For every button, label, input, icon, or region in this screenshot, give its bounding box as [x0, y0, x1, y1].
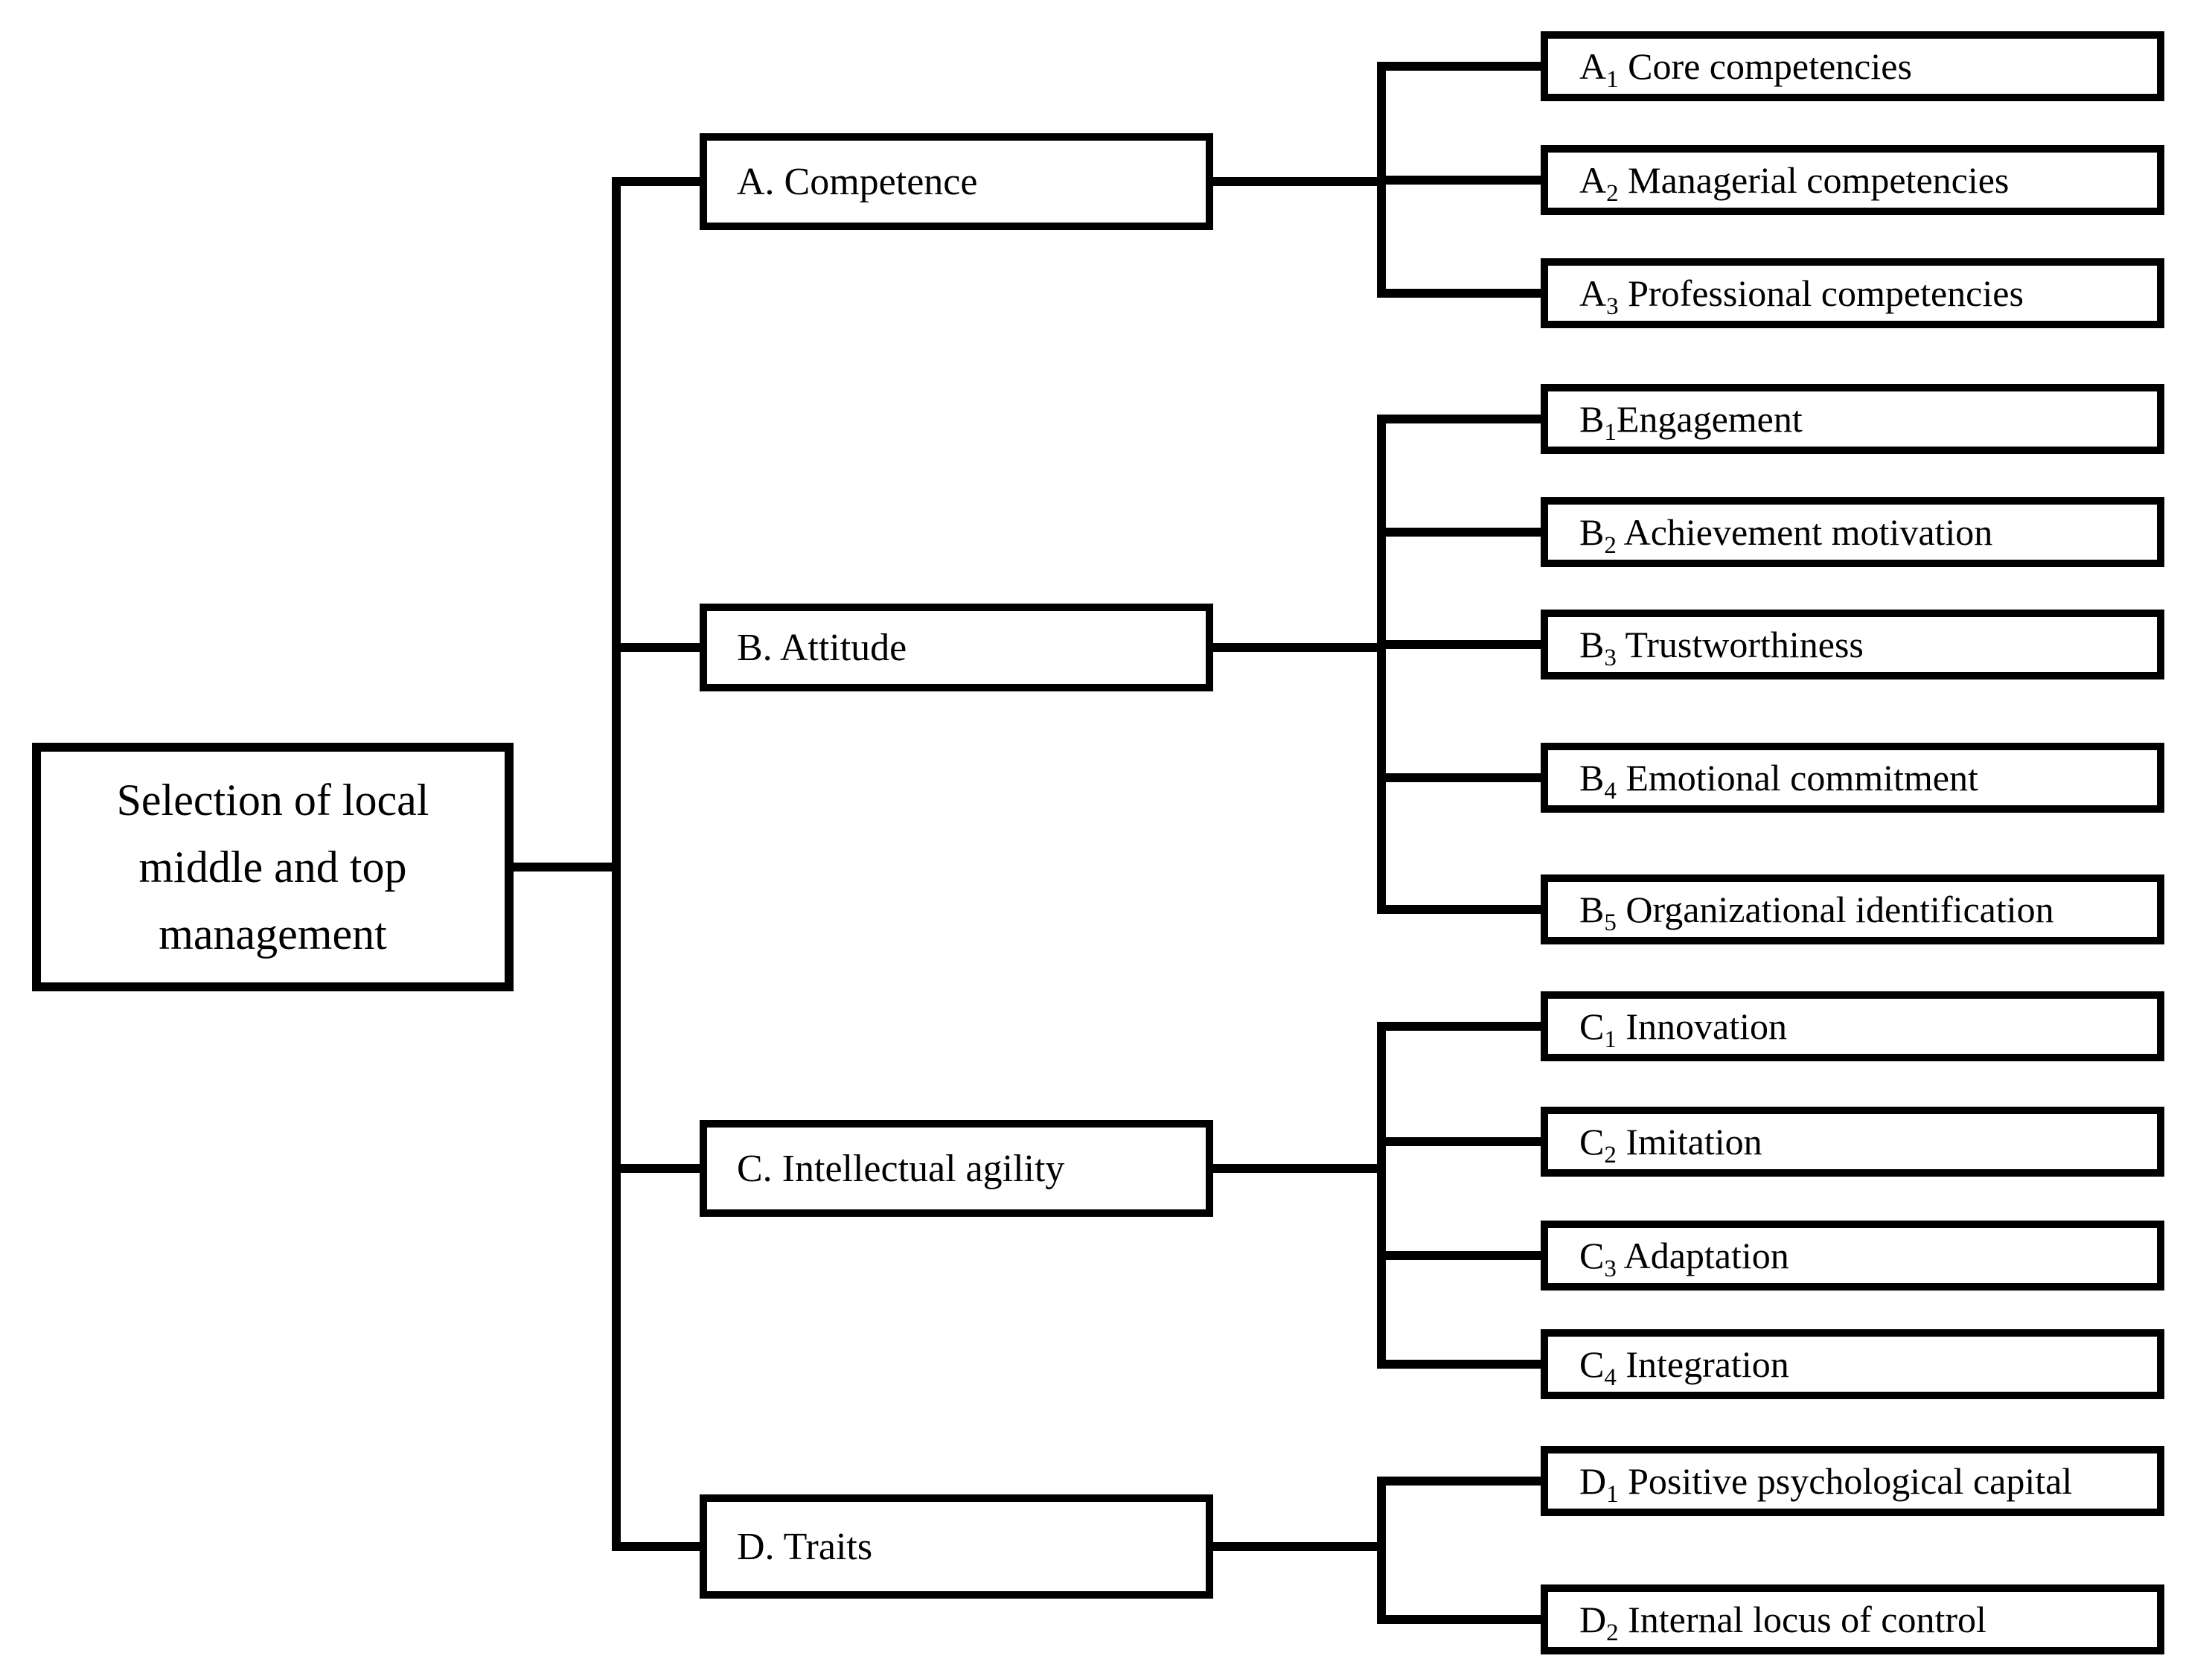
node-a2-label: A2 Managerial competencies — [1579, 159, 2010, 207]
connector-line — [1377, 415, 1541, 423]
connector-line — [1377, 176, 1541, 185]
connector-line — [612, 643, 700, 652]
node-d1: D1 Positive psychological capital — [1541, 1446, 2164, 1516]
node-a1: A1 Core competencies — [1541, 31, 2164, 101]
connector-line — [1213, 1542, 1386, 1551]
connector-line — [1377, 1022, 1541, 1031]
node-root: Selection of local middle and top manage… — [32, 743, 514, 991]
connector-line — [1377, 1477, 1541, 1485]
connector-line — [612, 177, 621, 1551]
node-b2: B2 Achievement motivation — [1541, 497, 2164, 567]
node-b2-label: B2 Achievement motivation — [1579, 511, 1993, 559]
connector-line — [1377, 1137, 1541, 1146]
connector-line — [1377, 1360, 1541, 1369]
node-d1-label: D1 Positive psychological capital — [1579, 1460, 2073, 1508]
node-b4: B4 Emotional commitment — [1541, 743, 2164, 813]
node-c2: C2 Imitation — [1541, 1107, 2164, 1177]
connector-line — [612, 1542, 700, 1551]
node-branch-a: A. Competence — [700, 133, 1213, 230]
connector-line — [1377, 415, 1386, 914]
connector-line — [1377, 528, 1541, 537]
node-b5-label: B5 Organizational identification — [1579, 889, 2054, 936]
node-b1-label: B1Engagement — [1579, 398, 1803, 446]
connector-line — [1377, 1477, 1386, 1624]
connector-line — [514, 863, 621, 872]
connector-line — [1377, 1022, 1386, 1369]
node-c1: C1 Innovation — [1541, 991, 2164, 1061]
connector-line — [1377, 1615, 1541, 1624]
connector-line — [1213, 177, 1386, 186]
node-branch-c: C. Intellectual agility — [700, 1120, 1213, 1217]
connector-line — [1377, 62, 1541, 71]
connector-line — [1377, 905, 1541, 914]
connector-line — [1213, 1164, 1386, 1173]
node-branch-d: D. Traits — [700, 1494, 1213, 1599]
connector-line — [1377, 1251, 1541, 1260]
node-a3-label: A3 Professional competencies — [1579, 272, 2024, 320]
connector-line — [1377, 640, 1541, 649]
connector-line — [612, 1164, 700, 1173]
connector-line — [1377, 289, 1541, 298]
node-c3: C3 Adaptation — [1541, 1221, 2164, 1291]
node-b5: B5 Organizational identification — [1541, 874, 2164, 944]
node-c4: C4 Integration — [1541, 1329, 2164, 1399]
node-branch-b: B. Attitude — [700, 604, 1213, 691]
node-b3-label: B3 Trustworthiness — [1579, 624, 1864, 671]
node-a3: A3 Professional competencies — [1541, 258, 2164, 328]
connector-line — [1377, 773, 1541, 782]
node-a1-label: A1 Core competencies — [1579, 45, 1912, 93]
connector-line — [1213, 643, 1386, 652]
node-b1: B1Engagement — [1541, 384, 2164, 454]
node-c4-label: C4 Integration — [1579, 1343, 1789, 1391]
node-c2-label: C2 Imitation — [1579, 1121, 1762, 1168]
node-a2: A2 Managerial competencies — [1541, 145, 2164, 215]
node-d2-label: D2 Internal locus of control — [1579, 1599, 1986, 1646]
node-d2: D2 Internal locus of control — [1541, 1584, 2164, 1654]
node-b4-label: B4 Emotional commitment — [1579, 757, 1978, 805]
connector-line — [612, 177, 700, 186]
node-c1-label: C1 Innovation — [1579, 1005, 1787, 1053]
node-b3: B3 Trustworthiness — [1541, 610, 2164, 679]
node-c3-label: C3 Adaptation — [1579, 1235, 1789, 1282]
